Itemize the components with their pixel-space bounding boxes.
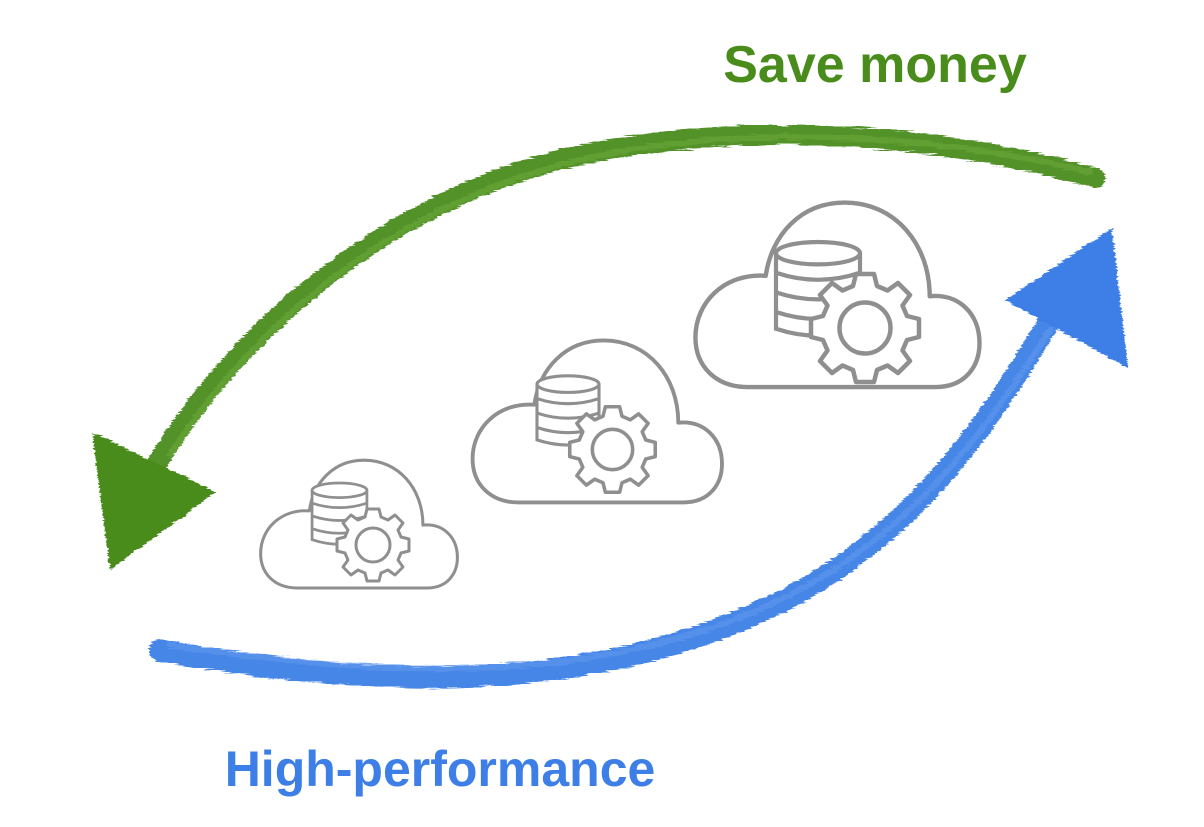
cloud-large bbox=[695, 203, 979, 387]
gear-icon bbox=[335, 507, 411, 583]
cloud-small bbox=[259, 458, 459, 590]
gear-icon bbox=[567, 404, 658, 495]
label-save-money: Save money bbox=[723, 36, 1027, 94]
arrow-up-right-curved-icon bbox=[149, 228, 1128, 689]
label-high-performance: High-performance bbox=[225, 741, 656, 797]
gear-icon bbox=[811, 274, 919, 382]
cloud-medium bbox=[473, 340, 722, 502]
arrow-left-curved-icon bbox=[92, 125, 1105, 570]
